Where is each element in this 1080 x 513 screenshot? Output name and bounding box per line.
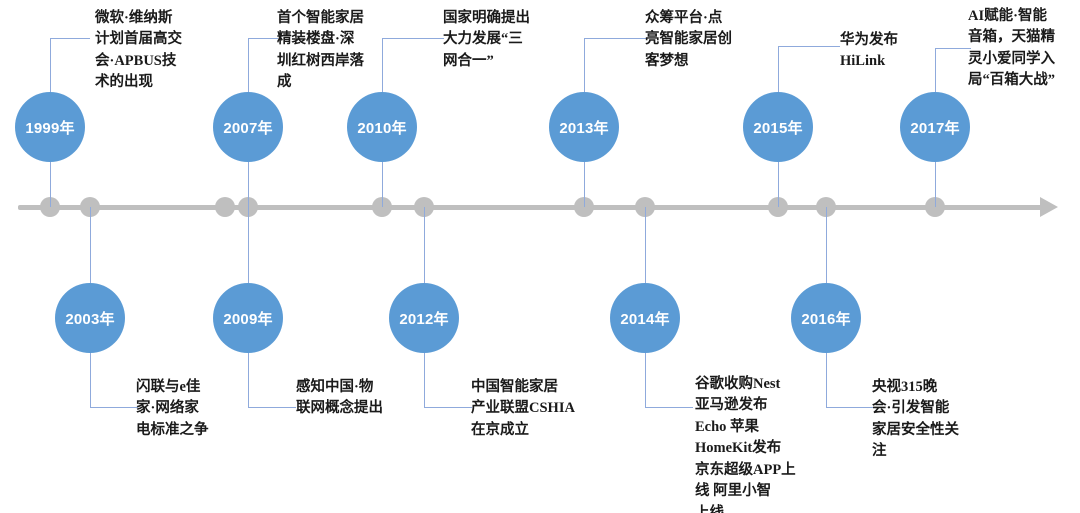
- year-bubble-2003[interactable]: 2003年: [55, 283, 125, 353]
- caption-2007: 首个智能家居 精装楼盘·深 圳红树西岸落 成: [277, 10, 364, 91]
- elbow-v-2007: [247, 38, 249, 94]
- elbow-h-2010: [382, 38, 444, 39]
- elbow-v-2013: [583, 38, 585, 94]
- elbow-h-2016: [826, 407, 874, 408]
- timeline-axis-line: [18, 205, 1046, 210]
- caption-2003: 闪联与e佳 家·网络家 电标准之争: [136, 379, 209, 438]
- elbow-v-2015: [777, 46, 779, 94]
- caption-1999: 微软·维纳斯 计划首届高交 会·APBUS技 术的出现: [95, 10, 182, 91]
- axis-dot: [40, 197, 60, 217]
- stem-2009: [247, 207, 249, 283]
- elbow-v-2017: [934, 48, 936, 94]
- stem-2013: [583, 160, 585, 207]
- caption-2015: 华为发布 HiLink: [840, 32, 898, 70]
- elbow-h-2013: [584, 38, 646, 39]
- elbow-h-2012: [424, 407, 472, 408]
- caption-2014: 谷歌收购Nest 亚马逊发布 Echo 苹果 HomeKit发布 京东超级APP…: [695, 376, 796, 513]
- caption-2013: 众筹平台·点 亮智能家居创 客梦想: [645, 10, 732, 69]
- elbow-h-2007: [248, 38, 278, 39]
- year-bubble-2017[interactable]: 2017年: [900, 92, 970, 162]
- year-bubble-2010[interactable]: 2010年: [347, 92, 417, 162]
- caption-2010: 国家明确提出 大力发展“三 网合一”: [443, 10, 530, 69]
- elbow-v-2016: [825, 352, 827, 407]
- elbow-h-2003: [90, 407, 138, 408]
- elbow-v-2010: [381, 38, 383, 94]
- stem-2015: [777, 160, 779, 207]
- elbow-h-2009: [248, 407, 296, 408]
- axis-dot: [372, 197, 392, 217]
- stem-1999: [49, 160, 51, 207]
- axis-dot: [768, 197, 788, 217]
- stem-2012: [423, 207, 425, 283]
- elbow-v-2014: [644, 352, 646, 407]
- axis-dot: [925, 197, 945, 217]
- caption-2017: AI赋能·智能 音箱，天猫精 灵小爱同学入 局“百箱大战”: [968, 8, 1055, 89]
- elbow-v-1999: [49, 38, 51, 94]
- year-bubble-2016[interactable]: 2016年: [791, 283, 861, 353]
- caption-2016: 央视315晚 会·引发智能 家居安全性关 注: [872, 379, 959, 460]
- timeline-arrow-icon: [1040, 197, 1058, 217]
- elbow-v-2009: [247, 352, 249, 407]
- year-bubble-2007[interactable]: 2007年: [213, 92, 283, 162]
- axis-dot: [215, 197, 235, 217]
- elbow-h-1999: [50, 38, 90, 39]
- elbow-v-2012: [423, 352, 425, 407]
- year-bubble-2012[interactable]: 2012年: [389, 283, 459, 353]
- year-bubble-1999[interactable]: 1999年: [15, 92, 85, 162]
- caption-2009: 感知中国·物 联网概念提出: [296, 379, 383, 417]
- elbow-h-2014: [645, 407, 693, 408]
- axis-dot: [574, 197, 594, 217]
- stem-2003: [89, 207, 91, 283]
- caption-2012: 中国智能家居 产业联盟CSHIA 在京成立: [471, 379, 575, 438]
- stem-2014: [644, 207, 646, 283]
- year-bubble-2014[interactable]: 2014年: [610, 283, 680, 353]
- stem-2016: [825, 207, 827, 283]
- stem-2017: [934, 160, 936, 207]
- year-bubble-2009[interactable]: 2009年: [213, 283, 283, 353]
- elbow-h-2015: [778, 46, 840, 47]
- elbow-v-2003: [89, 352, 91, 407]
- stem-2010: [381, 160, 383, 207]
- year-bubble-2013[interactable]: 2013年: [549, 92, 619, 162]
- stem-2007: [247, 160, 249, 207]
- year-bubble-2015[interactable]: 2015年: [743, 92, 813, 162]
- elbow-h-2017: [935, 48, 971, 49]
